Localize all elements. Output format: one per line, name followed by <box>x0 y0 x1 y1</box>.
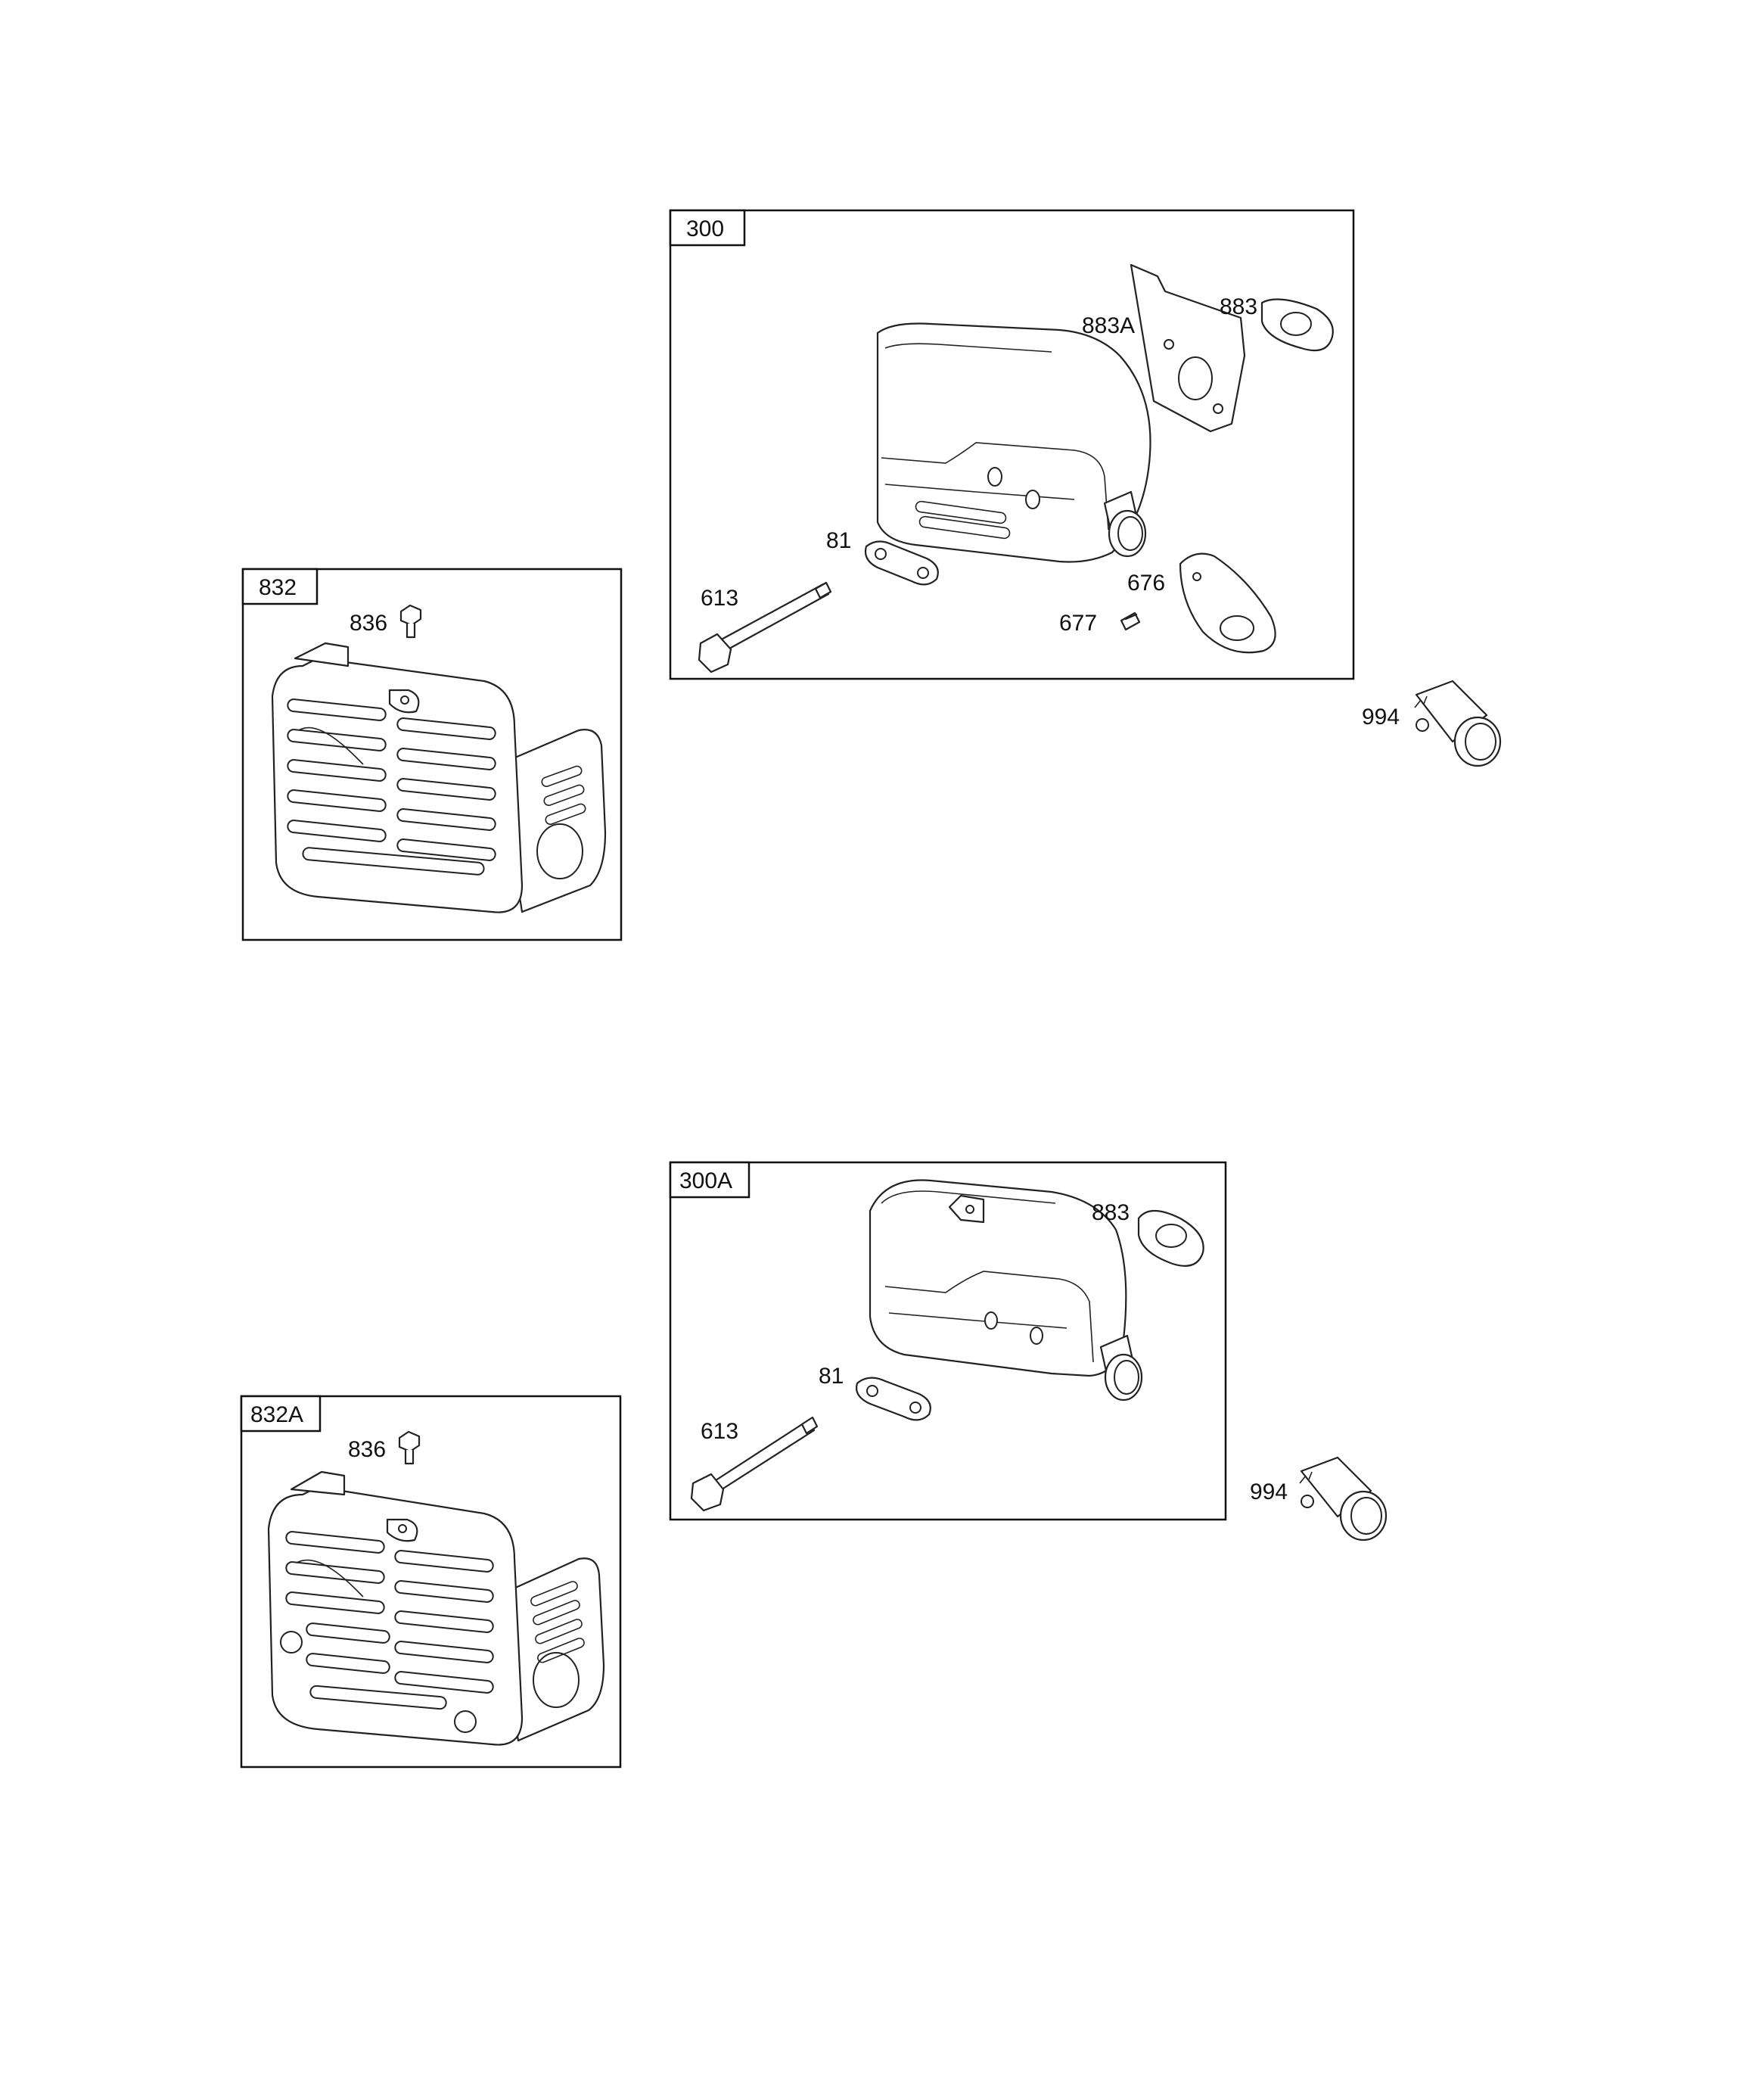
group-832A-frame <box>240 1395 622 1769</box>
muffler-300A <box>869 1179 1143 1402</box>
bolt-836-top <box>399 604 422 639</box>
gasket-plate-883A <box>1130 263 1246 433</box>
label-613-bottom: 613 <box>701 1419 738 1444</box>
label-883A-top: 883A <box>1082 313 1135 338</box>
group-832A-tag-box <box>240 1395 322 1433</box>
group-300A-tag-box <box>669 1161 751 1199</box>
bolt-836-bottom <box>398 1430 421 1465</box>
group-832-tag-box <box>241 568 319 605</box>
group-832A-tag: 832A <box>250 1402 303 1427</box>
group-300: 300 883A 883 81 <box>669 209 1355 680</box>
group-300A-frame <box>669 1161 1227 1521</box>
group-832-tag: 832 <box>259 575 297 600</box>
link-81-top <box>864 540 939 586</box>
label-883-bottom: 883 <box>1092 1200 1130 1225</box>
bolt-613-bottom <box>690 1416 819 1512</box>
screw-677 <box>1120 611 1141 631</box>
label-836-top: 836 <box>350 611 387 636</box>
muffler-300 <box>876 322 1151 563</box>
label-613-top: 613 <box>701 586 738 611</box>
label-676: 676 <box>1127 571 1165 596</box>
label-81-bottom: 81 <box>819 1364 844 1389</box>
label-81-top: 81 <box>826 528 851 553</box>
group-832-frame <box>241 568 623 941</box>
spark-arrestor-994-bottom <box>1299 1456 1388 1542</box>
group-832A: 832A <box>240 1395 622 1769</box>
group-300-tag-box <box>669 209 746 247</box>
bolt-613-top <box>698 581 832 674</box>
group-300A-tag: 300A <box>679 1168 732 1193</box>
heat-shield-832A <box>267 1470 605 1746</box>
label-994-top: 994 <box>1362 705 1400 730</box>
link-81-bottom <box>856 1377 931 1421</box>
label-677: 677 <box>1059 611 1097 636</box>
label-836-bottom: 836 <box>348 1437 386 1462</box>
spark-arrestor-994-top <box>1414 680 1502 767</box>
group-300-frame <box>669 209 1355 680</box>
label-994-bottom: 994 <box>1250 1479 1288 1504</box>
group-832: 832 <box>241 568 623 941</box>
group-300A: 300A 883 81 <box>669 1161 1227 1521</box>
heat-shield-832 <box>271 642 607 913</box>
group-300-tag: 300 <box>686 216 724 241</box>
label-883-top: 883 <box>1220 294 1257 319</box>
